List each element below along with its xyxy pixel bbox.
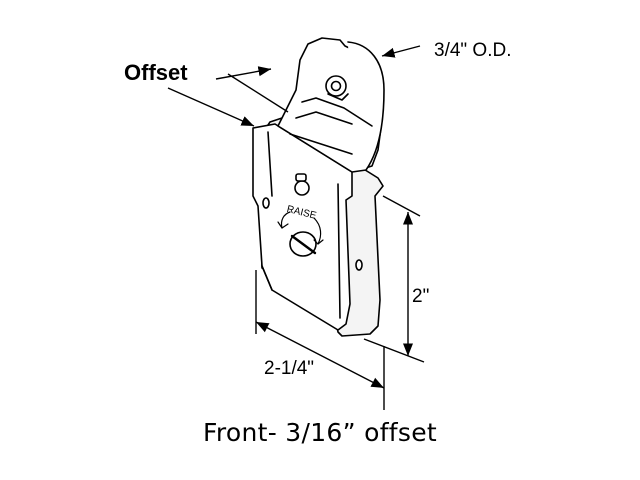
height-ext-top (382, 195, 421, 217)
offset-label: Offset (124, 60, 188, 85)
raise-arrow (280, 211, 322, 245)
height-ext-bottom (363, 338, 425, 363)
od-label: 3/4" O.D. (434, 40, 512, 61)
width-label: 2-1/4" (264, 358, 314, 379)
offset-arrow-upper (215, 66, 272, 80)
axle-rivet-inner (330, 80, 342, 92)
width-dim (255, 321, 385, 389)
roller-wheel (347, 41, 385, 173)
dimension-lines (167, 45, 425, 410)
side-hole-left (262, 197, 270, 209)
offset-arrow-lower (167, 87, 255, 127)
side-hole-right (355, 259, 363, 271)
upper-bolt (294, 180, 310, 196)
diagram-caption: Front- 3/16” offset (202, 418, 438, 447)
roller-part (252, 37, 385, 337)
height-label: 2" (412, 286, 429, 307)
od-arrow (381, 45, 421, 58)
